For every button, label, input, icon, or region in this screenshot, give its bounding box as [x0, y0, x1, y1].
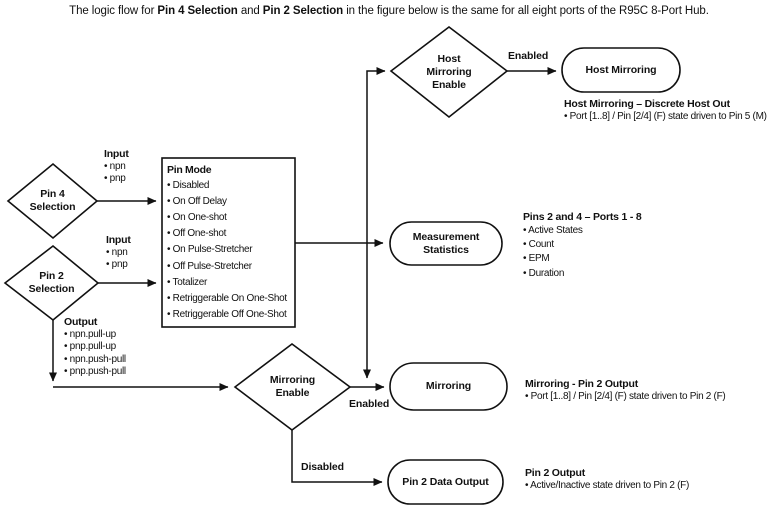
- mirroring-enable-diamond: [233, 343, 352, 431]
- pin-mode-item: • On Pulse-Stretcher: [167, 244, 253, 256]
- pin2-data-output-stadium: [387, 459, 504, 505]
- measurement-statistics-stadium: [389, 221, 503, 266]
- pin-mode-item: • On Off Delay: [167, 196, 227, 208]
- pin2-input-options: Input • npn • pnp: [106, 234, 131, 270]
- pin-mode-item: • Off Pulse-Stretcher: [167, 260, 252, 272]
- pin-mode-item: • Retriggerable Off One-Shot: [167, 308, 287, 320]
- pin-mode-list: Pin Mode • Disabled • On Off Delay • On …: [167, 162, 287, 323]
- edge-trunk-to-host-mirroring-enable: [366, 67, 386, 243]
- pin2-output-options: Output • npn.pull-up • pnp.pull-up • npn…: [64, 316, 126, 377]
- mirroring-enabled-edge-label: Enabled: [349, 398, 390, 410]
- pin-mode-item: • Retriggerable On One-Shot: [167, 292, 287, 304]
- host-mirroring-stadium: [561, 47, 681, 93]
- pin4-selection-diamond: [6, 162, 99, 240]
- pin-mode-box: [161, 157, 296, 328]
- pin-mode-header: Pin Mode: [167, 164, 212, 176]
- pin4-input-options: Input • npn • pnp: [104, 148, 129, 184]
- mirroring-stadium: [389, 362, 508, 411]
- measurement-note: Pins 2 and 4 – Ports 1 - 8 • Active Stat…: [523, 211, 642, 279]
- caption-bold-pin2: Pin 2 Selection: [262, 5, 344, 17]
- pin-mode-item: • Disabled: [167, 180, 210, 192]
- pin-mode-item: • Totalizer: [167, 276, 208, 288]
- caption-part3: in the figure below is the same for all …: [343, 5, 709, 17]
- caption-part2: and: [237, 5, 263, 17]
- host-enabled-edge-label: Enabled: [508, 50, 549, 62]
- pin2-output-note: Pin 2 Output • Active/Inactive state dri…: [525, 467, 690, 491]
- caption-part1: The logic flow for: [69, 5, 158, 17]
- host-mirroring-enable-diamond: [389, 25, 509, 119]
- diagram-caption: The logic flow for Pin 4 Selection and P…: [0, 5, 778, 17]
- mirroring-note: Mirroring - Pin 2 Output • Port [1..8] /…: [525, 378, 726, 402]
- caption-bold-pin4: Pin 4 Selection: [157, 5, 238, 17]
- pin-mode-item: • On One-shot: [167, 212, 227, 224]
- pin-mode-item: • Off One-shot: [167, 228, 227, 240]
- pin2-selection-diamond: [3, 244, 100, 322]
- mirroring-disabled-edge-label: Disabled: [301, 461, 344, 473]
- edge-disabled-to-pin2-data-output: [291, 430, 383, 486]
- host-mirroring-note: Host Mirroring – Discrete Host Out • Por…: [564, 98, 767, 122]
